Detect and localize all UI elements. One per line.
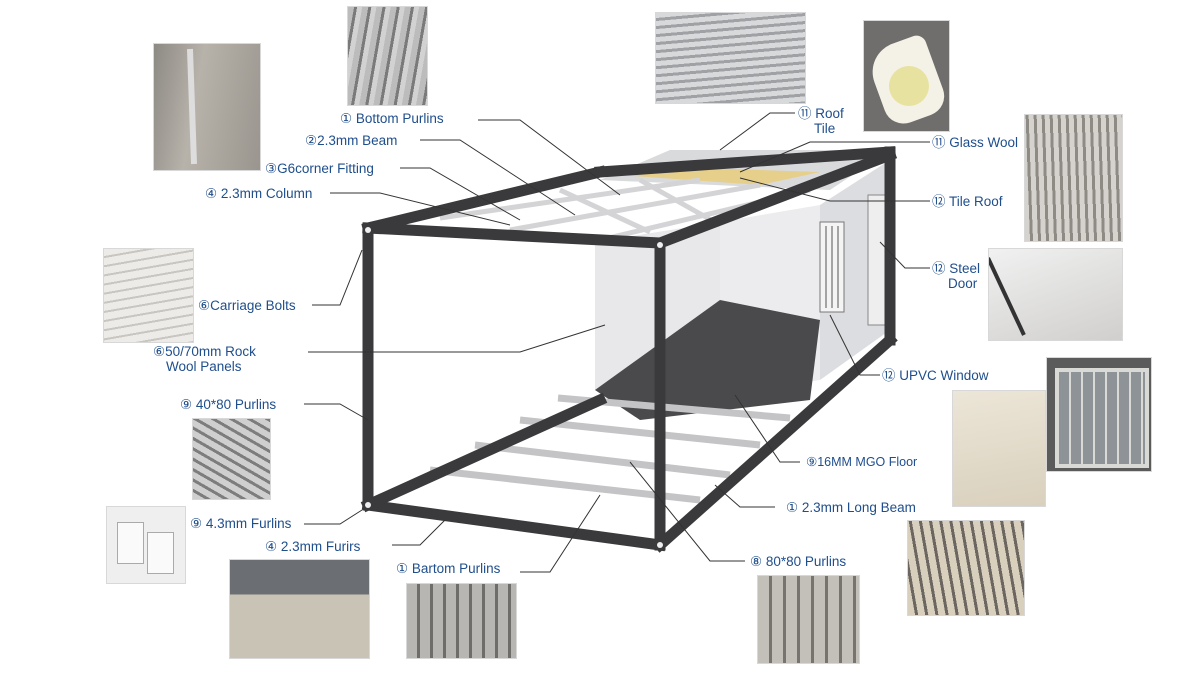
mgo-floor-photo (952, 390, 1046, 507)
corner-fittings (365, 227, 663, 548)
wall-panel-photo (103, 248, 194, 343)
tile-roof-photo (1024, 114, 1123, 242)
label-tile-roof: ⑫ Tile Roof (932, 194, 1003, 209)
label-upvc-window: ⑫ UPVC Window (882, 368, 989, 383)
label-long-beam: ① 2.3mm Long Beam (786, 500, 916, 515)
label-steel-door-2: Door (948, 276, 978, 291)
label-mgo-floor: ⑨16MM MGO Floor (806, 455, 918, 469)
glass-wool-photo (863, 20, 950, 132)
furirs-photo (229, 559, 370, 659)
label-corner-fitting: ③G6corner Fitting (265, 161, 374, 176)
label-column: ④ 2.3mm Column (205, 186, 313, 201)
purlins-80-photo (757, 575, 860, 664)
square-tubes-photo (406, 583, 517, 659)
label-bottom-purlins-top: ① Bottom Purlins (340, 111, 444, 126)
mgo-floor-shape (595, 300, 820, 420)
label-rock-wool-2: Wool Panels (166, 359, 242, 374)
label-furirs-23: ④ 2.3mm Furirs (265, 539, 361, 554)
label-purlins-40x80: ⑨ 40*80 Purlins (180, 397, 277, 412)
label-glass-wool: ⑪ Glass Wool (932, 135, 1019, 150)
bottom-purlins-photo (347, 6, 428, 106)
label-bottom-purlins-bottom: ① Bartom Purlins (396, 561, 501, 576)
label-roof-tile-2: Tile (814, 121, 836, 136)
angle-purlins-photo (192, 418, 271, 500)
steel-rail-photo (153, 43, 261, 171)
label-roof-tile: ⑪ Roof (798, 106, 844, 121)
steel-door-photo (988, 248, 1123, 341)
long-beam-photo (907, 520, 1025, 616)
corner-brackets-photo (106, 506, 186, 584)
roof-tile-photo (655, 12, 806, 104)
leader-lines (304, 112, 930, 573)
label-beam: ②2.3mm Beam (305, 133, 398, 148)
steel-frame (360, 146, 898, 553)
label-carriage-bolts: ⑥Carriage Bolts (198, 298, 296, 313)
upvc-window-photo (1046, 357, 1152, 472)
steel-door-shape (867, 194, 887, 326)
label-purlins-80x80: ⑧ 80*80 Purlins (750, 554, 847, 569)
label-rock-wool: ⑥50/70mm Rock (153, 344, 256, 359)
label-furlings-43: ⑨ 4.3mm Furlins (190, 516, 292, 531)
label-steel-door: ⑫ Steel (932, 261, 981, 276)
